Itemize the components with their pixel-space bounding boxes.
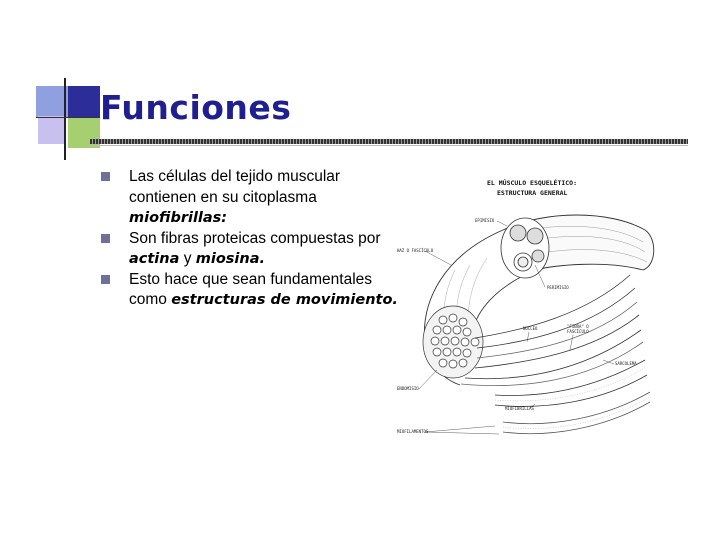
label-endomisio: ENDOMISIO	[397, 386, 419, 391]
bullet-emphasis-movimiento: estructuras de movimiento.	[171, 292, 398, 308]
label-sarcolema: SARCOLEMA	[615, 361, 637, 366]
slide-title: Funciones	[100, 88, 292, 127]
label-nucleo: NÚCLEO	[523, 326, 538, 331]
title-underline-thin	[90, 145, 688, 146]
figure-labels: EPIMISIO HAZ O FASCÍCULO PERIMISIO NÚCLE…	[397, 218, 637, 435]
deco-vertical-line	[64, 78, 66, 160]
bullet-item-miofibrillas: Las células del tejido muscular contiene…	[100, 167, 400, 229]
figure-heading-line2: ESTRUCTURA GENERAL	[497, 189, 568, 197]
bullet-text: Esto hace que sean fundamentales como	[129, 270, 373, 309]
bullet-item-movimiento: Esto hace que sean fundamentales como es…	[100, 270, 400, 311]
bullet-item-proteinas: Son fibras proteicas compuestas por acti…	[100, 229, 400, 270]
bullet-text-connector: y	[179, 250, 196, 267]
label-fasciculo: FASCÍCULO	[567, 329, 589, 334]
bullet-emphasis-actina: actina	[129, 251, 180, 267]
deco-square-light-blue	[36, 86, 68, 118]
muscle-fibers	[460, 274, 651, 435]
label-perimisio: PERIMISIO	[547, 285, 569, 290]
label-fibra: "FIBRA" O	[567, 324, 589, 329]
bullet-list: Las células del tejido muscular contiene…	[100, 167, 400, 311]
bullet-emphasis-miosina: miosina.	[195, 251, 266, 267]
label-haz: HAZ O FASCÍCULO	[397, 248, 434, 253]
bullet-text: Las células del tejido muscular contiene…	[129, 168, 341, 206]
bullet-emphasis-miofibrillas: miofibrillas:	[129, 210, 228, 226]
deco-horizontal-line	[36, 117, 100, 118]
deco-square-dark-blue	[68, 86, 100, 118]
lower-cross-section	[422, 305, 484, 379]
figure-heading-line1: EL MÚSCULO ESQUELÉTICO:	[487, 178, 577, 187]
deco-square-lilac	[38, 116, 66, 144]
upper-cross-section	[500, 217, 550, 279]
label-epimisio: EPIMISIO	[475, 218, 495, 223]
label-miofibrillas: MIOFIBRILLAS	[505, 406, 534, 411]
title-underline	[90, 139, 688, 144]
bullet-text: Son fibras proteicas compuestas por	[129, 229, 381, 247]
label-miofilamentos: MIOFILAMENTOS	[397, 429, 429, 434]
muscle-structure-diagram: EL MÚSCULO ESQUELÉTICO: ESTRUCTURA GENER…	[397, 178, 655, 435]
